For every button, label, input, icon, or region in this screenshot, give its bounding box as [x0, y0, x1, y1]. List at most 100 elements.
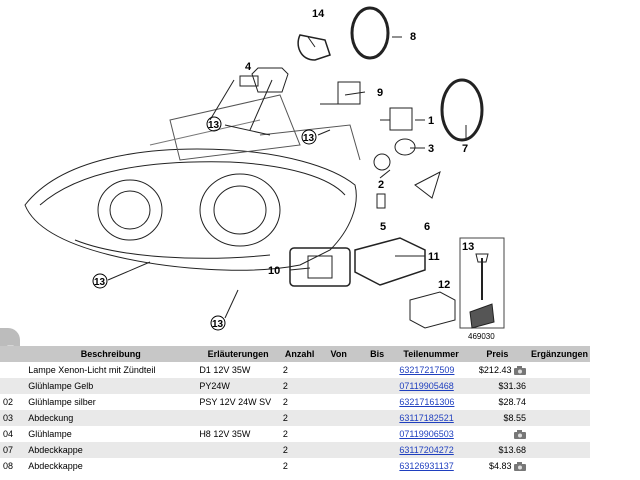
col-bis: Bis [357, 346, 397, 362]
row-price: $212.43 [465, 362, 529, 378]
part-number-link[interactable]: 07119905468 [399, 381, 454, 391]
row-quantity: 2 [279, 458, 320, 474]
row-explanation: PSY 12V 24W SV [196, 394, 280, 410]
camera-icon[interactable] [513, 366, 526, 376]
row-ergaenzungen [528, 410, 590, 426]
row-part-number-cell: 63117182521 [396, 410, 466, 426]
row-ergaenzungen [528, 362, 590, 378]
row-description: Lampe Xenon-Licht mit Zündteil [25, 362, 197, 378]
camera-icon[interactable] [513, 462, 526, 472]
row-number: 07 [0, 442, 26, 458]
marker-13-b: 13 [303, 133, 315, 144]
row-price: $28.74 [465, 394, 529, 410]
row-number: 08 [0, 458, 26, 474]
row-von [319, 394, 358, 410]
row-quantity: 2 [279, 394, 320, 410]
table-header: Beschreibung Erläuterungen Anzahl Von Bi… [0, 346, 590, 362]
row-von [319, 410, 358, 426]
row-part-number-cell: 63117204272 [396, 442, 466, 458]
row-price: $8.55 [465, 410, 529, 426]
part-number-link[interactable]: 63117182521 [399, 413, 454, 423]
col-nr [0, 346, 26, 362]
col-ergaenzungen: Ergänzungen [528, 346, 590, 362]
marker-13-a: 13 [208, 120, 220, 131]
part-number-link[interactable]: 63217161306 [399, 397, 455, 407]
row-ergaenzungen [528, 426, 590, 442]
row-bis [357, 410, 397, 426]
row-ergaenzungen [528, 458, 590, 474]
row-von [319, 458, 358, 474]
row-explanation: H8 12V 35W [196, 426, 280, 442]
row-price: $31.36 [465, 378, 529, 394]
col-preis: Preis [465, 346, 529, 362]
row-bis [357, 426, 397, 442]
callout-14: 14 [312, 8, 325, 20]
parts-table: Beschreibung Erläuterungen Anzahl Von Bi… [0, 346, 590, 474]
row-part-number-cell: 07119906503 [396, 426, 466, 442]
callout-10: 10 [268, 265, 280, 277]
callout-13-inset: 13 [462, 241, 474, 253]
marker-13-d: 13 [212, 319, 224, 330]
row-number: 04 [0, 426, 26, 442]
part-number-link[interactable]: 63126931137 [399, 461, 454, 471]
col-von: Von [319, 346, 358, 362]
row-quantity: 2 [279, 442, 320, 458]
row-explanation [196, 442, 280, 458]
diagram-ref-number: 469030 [468, 332, 495, 341]
part-number-link[interactable]: 07119906503 [399, 429, 454, 439]
marker-13-c: 13 [94, 277, 106, 288]
parts-diagram: 14 8 4 9 1 3 2 7 5 6 10 11 12 13 13 13 1… [24, 6, 505, 341]
col-erlaeuterungen: Erläuterungen [196, 346, 280, 362]
row-von [319, 378, 358, 394]
col-beschreibung: Beschreibung [25, 346, 197, 362]
part-number-link[interactable]: 63117204272 [399, 445, 454, 455]
callout-5: 5 [380, 221, 386, 233]
callout-3: 3 [428, 143, 434, 155]
row-part-number-cell: 07119905468 [396, 378, 466, 394]
col-teilenummer: Teilenummer [396, 346, 466, 362]
row-number: 02 [0, 394, 26, 410]
callout-12: 12 [438, 279, 450, 291]
row-bis [357, 394, 397, 410]
row-part-number-cell: 63217217509 [396, 362, 466, 378]
row-von [319, 426, 358, 442]
row-explanation: PY24W [196, 378, 280, 394]
row-ergaenzungen [528, 442, 590, 458]
callout-7: 7 [462, 143, 468, 155]
headlight-housing [24, 148, 357, 271]
row-description: Glühlampe Gelb [25, 378, 197, 394]
part-number-link[interactable]: 63217217509 [399, 365, 455, 375]
row-quantity: 2 [279, 378, 320, 394]
row-part-number-cell: 63217161306 [396, 394, 466, 410]
row-explanation: D1 12V 35W [196, 362, 280, 378]
row-part-number-cell: 63126931137 [396, 458, 466, 474]
row-description: Abdeckung [25, 410, 197, 426]
row-description: Abdeckkappe [25, 458, 197, 474]
row-von [319, 442, 358, 458]
row-explanation [196, 458, 280, 474]
row-description: Abdeckkappe [25, 442, 197, 458]
row-bis [357, 362, 397, 378]
camera-icon[interactable] [513, 430, 526, 440]
row-number [0, 378, 26, 394]
row-price: $13.68 [465, 442, 529, 458]
row-number [0, 362, 26, 378]
row-description: Glühlampe [25, 426, 197, 442]
callout-6: 6 [424, 221, 430, 233]
callout-9: 9 [377, 87, 383, 99]
row-ergaenzungen [528, 394, 590, 410]
row-description: Glühlampe silber [25, 394, 197, 410]
callout-1: 1 [428, 115, 434, 127]
row-bis [357, 378, 397, 394]
row-price: $4.83 [465, 458, 529, 474]
row-quantity: 2 [279, 426, 320, 442]
row-von [319, 362, 358, 378]
row-price [465, 426, 529, 442]
